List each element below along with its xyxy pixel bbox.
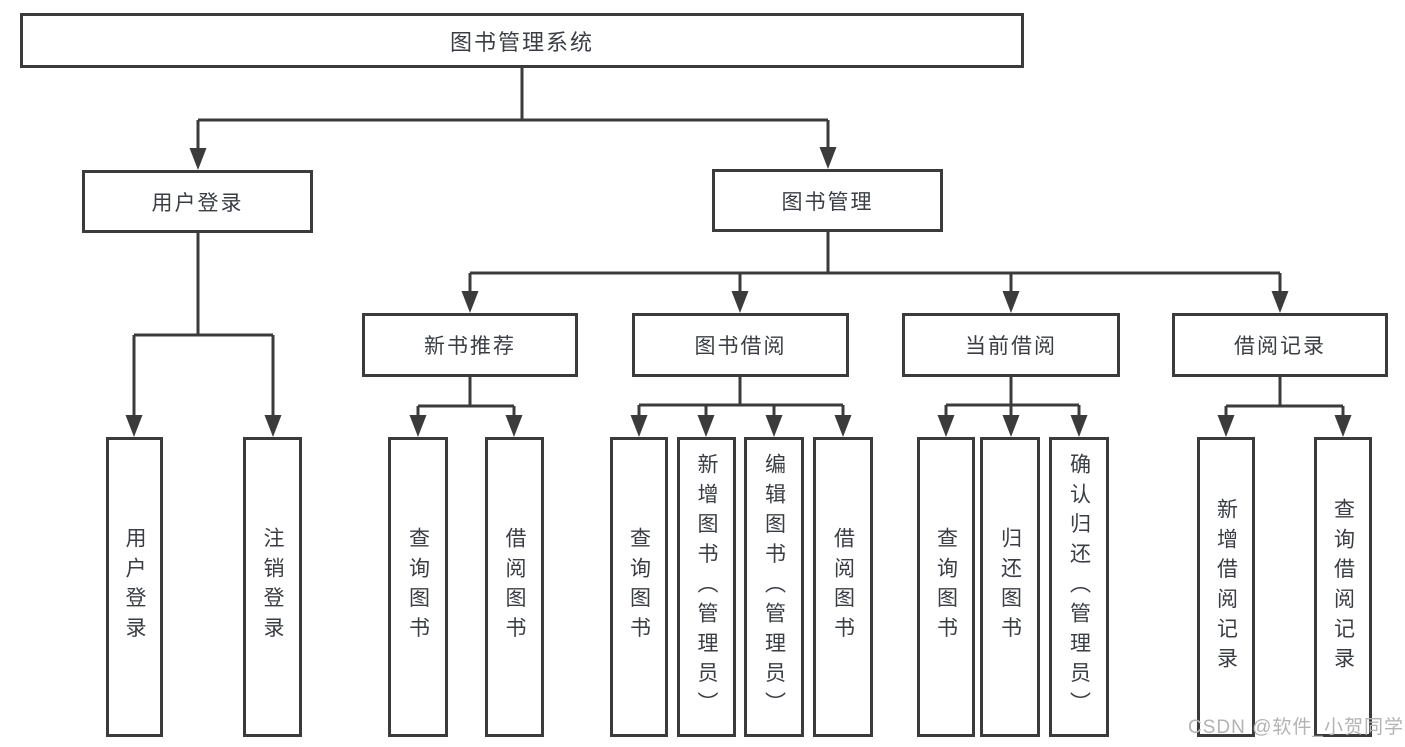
node-user-login: 用户登录 (82, 170, 313, 233)
node-new-book-recommend: 新书推荐 (362, 313, 578, 377)
connector-user-login-to-leaves (125, 233, 282, 437)
node-label: 注销登录 (261, 527, 284, 647)
node-label: 图书管理系统 (449, 29, 594, 55)
connector-current-borrow-to-leaves (937, 377, 1088, 437)
leaf-add-book-admin: 新增图书（管理员） (677, 437, 736, 737)
node-label: 图书借阅 (694, 335, 787, 358)
node-label: 借阅图书 (831, 527, 855, 647)
leaf-query-borrow-record: 查询借阅记录 (1314, 437, 1372, 737)
node-label: 查询借阅记录 (1331, 497, 1355, 677)
node-label: 查询图书 (934, 527, 958, 647)
leaf-borrow-books-recommend: 借阅图书 (485, 437, 544, 737)
node-label: 新增图书（管理员） (695, 452, 718, 722)
leaf-edit-book-admin: 编辑图书（管理员） (744, 437, 804, 737)
leaf-logout: 注销登录 (243, 437, 302, 737)
watermark: CSDN @软件_小贺同学 (1188, 717, 1404, 738)
node-label: 查询图书 (406, 527, 430, 647)
node-root: 图书管理系统 (20, 13, 1024, 68)
node-label: 查询图书 (627, 527, 651, 647)
node-label: 确认归还（管理员） (1067, 452, 1091, 722)
connector-new-book-to-leaves (409, 377, 523, 437)
leaf-add-borrow-record: 新增借阅记录 (1197, 437, 1255, 737)
node-label: 新书推荐 (424, 335, 516, 358)
connector-borrow-records-to-leaves (1217, 377, 1352, 437)
leaf-user-login: 用户登录 (106, 437, 163, 737)
node-current-borrow: 当前借阅 (902, 313, 1120, 377)
leaf-query-books-borrow: 查询图书 (610, 437, 668, 737)
leaf-query-books-current: 查询图书 (917, 437, 975, 737)
leaf-confirm-return-admin: 确认归还（管理员） (1049, 437, 1109, 737)
connector-book-management-to-level3 (461, 232, 1289, 313)
node-label: 借阅图书 (503, 527, 526, 647)
connector-root-to-level2 (189, 68, 837, 170)
leaf-query-books-recommend: 查询图书 (388, 437, 448, 737)
node-label: 用户登录 (151, 191, 244, 215)
connector-book-borrow-to-leaves (630, 377, 852, 437)
leaf-borrow-books-borrow: 借阅图书 (813, 437, 873, 737)
node-label: 归还图书 (998, 527, 1022, 647)
node-label: 用户登录 (123, 527, 146, 647)
node-label: 新增借阅记录 (1214, 497, 1238, 677)
leaf-return-book: 归还图书 (980, 437, 1040, 737)
node-borrow-records: 借阅记录 (1172, 313, 1388, 377)
node-book-management: 图书管理 (712, 169, 943, 232)
node-label: 当前借阅 (965, 335, 1057, 358)
node-label: 编辑图书（管理员） (762, 452, 786, 722)
node-label: 图书管理 (781, 190, 874, 214)
node-label: 借阅记录 (1234, 335, 1326, 358)
node-book-borrow: 图书借阅 (632, 313, 849, 377)
